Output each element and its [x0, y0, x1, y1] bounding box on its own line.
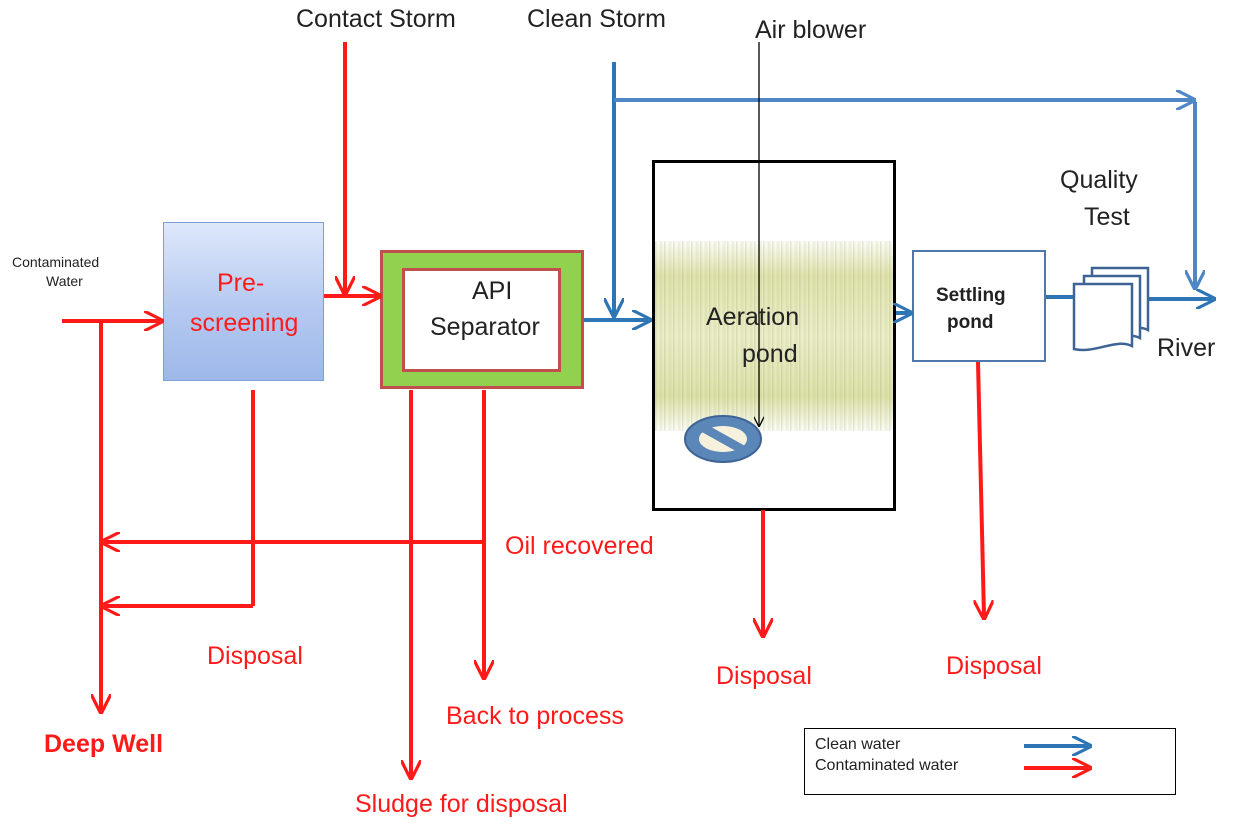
legend-clean-water-label: Clean water — [815, 736, 901, 753]
contaminated-water-label-line1: Contaminated — [12, 254, 100, 270]
quality-test-documents-icon — [1072, 266, 1150, 352]
deep-well-label: Deep Well — [44, 730, 164, 758]
api-separator-inner-box — [402, 268, 561, 372]
clean-storm-label: Clean Storm — [527, 5, 666, 33]
settling-label-line1: Settling — [936, 285, 1006, 306]
back-to-process-label: Back to process — [446, 702, 624, 730]
prescreening-label-line1: Pre- — [217, 269, 265, 297]
aeration-label-line2: pond — [742, 340, 798, 368]
legend-box — [804, 728, 1176, 795]
contaminated-water-label-line2: Water — [46, 273, 83, 289]
disposal-aeration-label: Disposal — [716, 662, 812, 690]
disposal-prescreen-label: Disposal — [207, 642, 303, 670]
sludge-for-disposal-label: Sludge for disposal — [355, 790, 568, 818]
quality-test-label-line1: Quality — [1060, 166, 1138, 194]
disposal-settling-label: Disposal — [946, 652, 1042, 680]
river-label: River — [1157, 334, 1216, 362]
prescreening-label-line2: screening — [190, 309, 299, 337]
quality-test-label-line2: Test — [1084, 203, 1130, 231]
settling-pond-box — [912, 250, 1046, 362]
air-blower-label: Air blower — [755, 16, 867, 44]
settling-label-line2: pond — [947, 312, 994, 333]
oil-recovered-label: Oil recovered — [505, 532, 654, 560]
legend-contaminated-water-label: Contaminated water — [815, 757, 959, 774]
contact-storm-label: Contact Storm — [296, 5, 456, 33]
arrow-settling-disposal — [978, 361, 984, 616]
aeration-label-line1: Aeration — [706, 303, 800, 331]
api-label-line2: Separator — [430, 313, 540, 341]
prescreening-box — [163, 222, 324, 381]
aerator-icon — [684, 415, 762, 463]
api-label-line1: API — [472, 277, 513, 305]
